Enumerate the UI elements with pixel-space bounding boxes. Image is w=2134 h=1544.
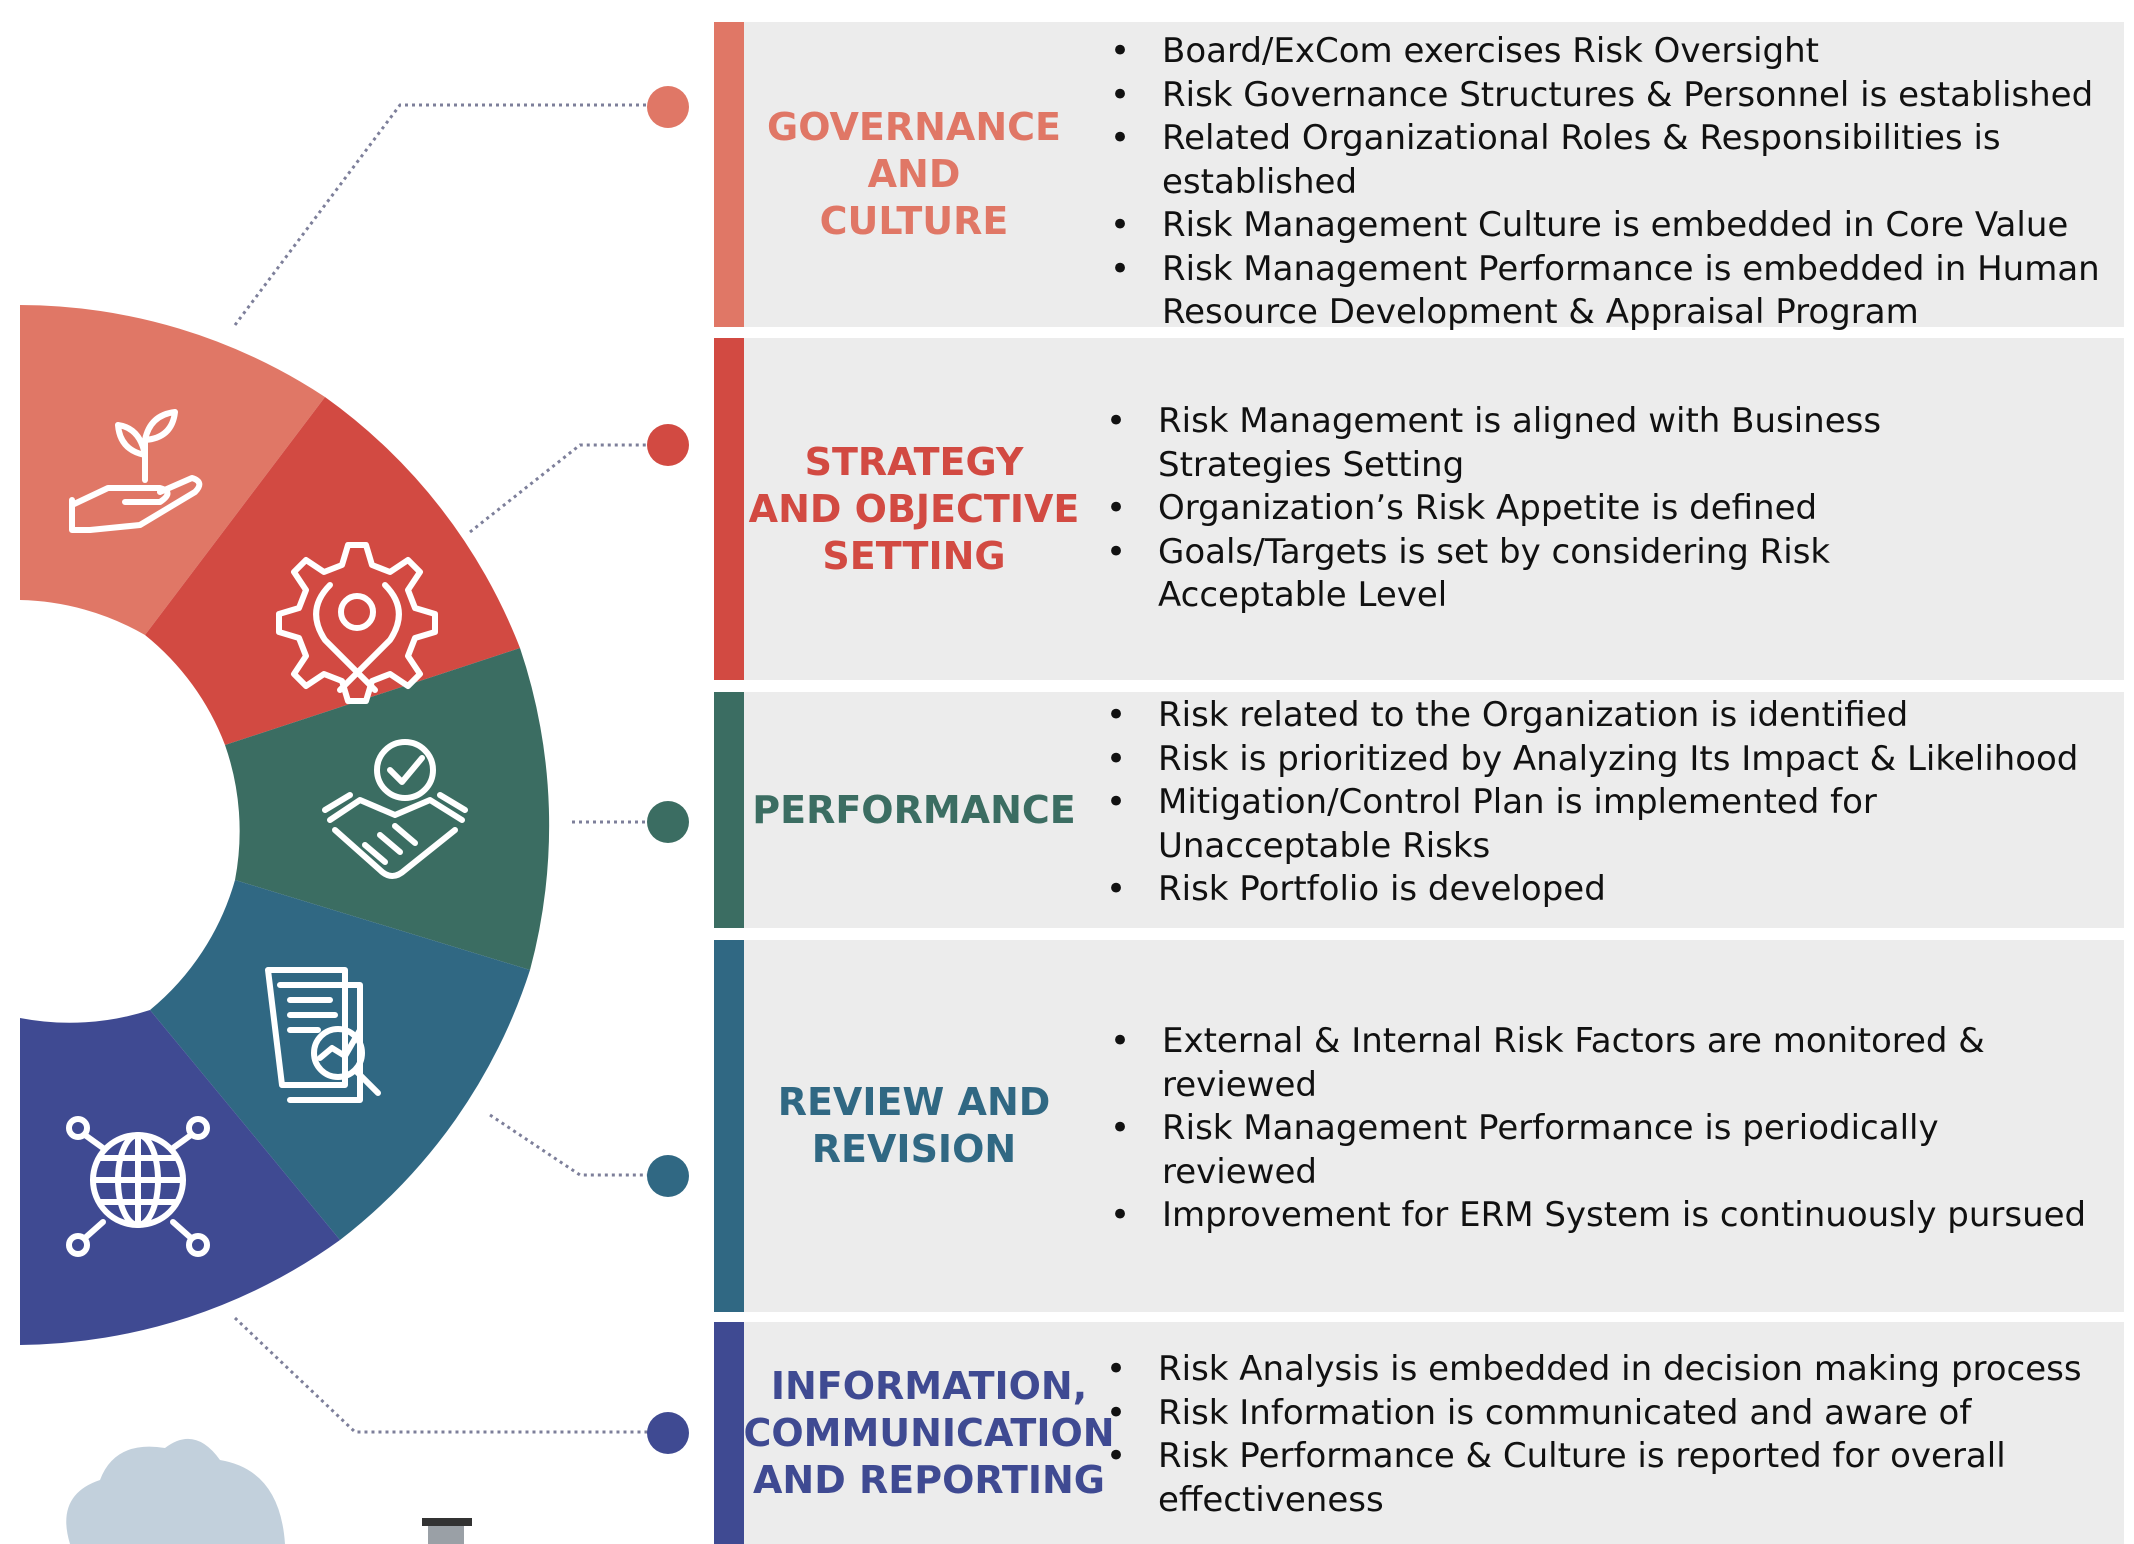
wheel-segment-review — [150, 880, 530, 1240]
section-title-line: AND REPORTING — [753, 1457, 1105, 1502]
section-title: REVIEW AND REVISION — [744, 940, 1084, 1312]
bullet-item: Mitigation/Control Plan is implemented f… — [1106, 781, 2086, 868]
section-title: PERFORMANCE — [744, 692, 1084, 928]
section-color-band — [714, 1322, 744, 1544]
section-color-band — [714, 940, 744, 1312]
connector-dot-governance — [647, 86, 689, 128]
bullet-item: Goals/Targets is set by considering Risk… — [1106, 531, 1926, 618]
section-title-line: PERFORMANCE — [752, 787, 1076, 832]
bullet-item: Risk Information is communicated and awa… — [1106, 1392, 2106, 1436]
section-color-band — [714, 692, 744, 928]
bullet-item: Improvement for ERM System is continuous… — [1110, 1194, 2100, 1238]
connector-dot-review — [647, 1155, 689, 1197]
connector-review — [489, 1113, 652, 1177]
section-title-line: COMMUNICATION — [743, 1410, 1115, 1455]
bullet-list: Risk Analysis is embedded in decision ma… — [1106, 1348, 2106, 1522]
stand-decoration — [422, 1518, 472, 1526]
segment-wheel-diagram — [20, 86, 689, 1544]
connector-strategy — [469, 443, 652, 534]
section-title-line: REVISION — [811, 1127, 1017, 1171]
connector-governance — [233, 103, 652, 326]
bullet-item: Risk Governance Structures & Personnel i… — [1110, 74, 2110, 118]
bullet-item: Board/ExCom exercises Risk Oversight — [1110, 30, 2110, 74]
section-title-line: REVIEW AND — [777, 1080, 1051, 1124]
section-panel-strategy: STRATEGY AND OBJECTIVE SETTING Risk Mana… — [714, 338, 2124, 680]
hand-sprout-icon — [69, 409, 203, 533]
bullet-list: External & Internal Risk Factors are mon… — [1110, 1020, 2100, 1238]
section-title: GOVERNANCE AND CULTURE — [744, 22, 1084, 327]
section-title: INFORMATION, COMMUNICATION AND REPORTING — [743, 1322, 1115, 1544]
bullet-list: Risk related to the Organization is iden… — [1106, 694, 2086, 912]
connector-dot-strategy — [647, 424, 689, 466]
section-title-line: SETTING — [822, 533, 1006, 578]
section-color-band — [714, 338, 744, 680]
connector-dot-performance — [647, 801, 689, 843]
bullet-item: Risk is prioritized by Analyzing Its Imp… — [1106, 738, 2086, 782]
wheel-segment-governance — [20, 305, 325, 635]
document-analysis-icon — [265, 967, 381, 1103]
bullet-list: Board/ExCom exercises Risk Oversight Ris… — [1110, 30, 2110, 335]
section-title-line: AND — [867, 152, 961, 196]
section-panel-review: REVIEW AND REVISION External & Internal … — [714, 940, 2124, 1312]
bullet-item: Risk Portfolio is developed — [1106, 868, 2086, 912]
section-color-band — [714, 22, 744, 327]
bullet-item: External & Internal Risk Factors are mon… — [1110, 1020, 2100, 1107]
section-panel-governance: GOVERNANCE AND CULTURE Board/ExCom exerc… — [714, 22, 2124, 332]
section-panel-information: INFORMATION, COMMUNICATION AND REPORTING… — [714, 1322, 2124, 1544]
handshake-check-icon — [322, 739, 468, 879]
section-title-line: CULTURE — [819, 199, 1009, 243]
gear-wrench-icon — [276, 542, 438, 704]
bullet-item: Risk Analysis is embedded in decision ma… — [1106, 1348, 2106, 1392]
connector-information — [233, 1316, 652, 1434]
section-title-line: GOVERNANCE — [767, 105, 1061, 149]
bullet-item: Organization’s Risk Appetite is defined — [1106, 487, 1926, 531]
stand-base-decoration — [428, 1526, 464, 1544]
globe-network-icon — [66, 1116, 210, 1257]
section-panel-performance: PERFORMANCE Risk related to the Organiza… — [714, 692, 2124, 928]
connector-dot-information — [647, 1412, 689, 1454]
bullet-list: Risk Management is aligned with Business… — [1106, 400, 1926, 618]
bullet-item: Risk Management Performance is periodica… — [1110, 1107, 2100, 1194]
bullet-item: Risk Performance & Culture is reported f… — [1106, 1435, 2106, 1522]
bullet-item: Related Organizational Roles & Responsib… — [1110, 117, 2110, 204]
bullet-item: Risk Management Performance is embedded … — [1110, 248, 2110, 335]
bullet-item: Risk Management is aligned with Business… — [1106, 400, 1926, 487]
section-title-line: AND OBJECTIVE — [748, 486, 1080, 531]
section-title: STRATEGY AND OBJECTIVE SETTING — [744, 338, 1084, 680]
section-title-line: INFORMATION, — [770, 1363, 1088, 1408]
bullet-item: Risk Management Culture is embedded in C… — [1110, 204, 2110, 248]
section-title-line: STRATEGY — [804, 439, 1024, 484]
bullet-item: Risk related to the Organization is iden… — [1106, 694, 2086, 738]
cloud-icon — [66, 1438, 285, 1544]
